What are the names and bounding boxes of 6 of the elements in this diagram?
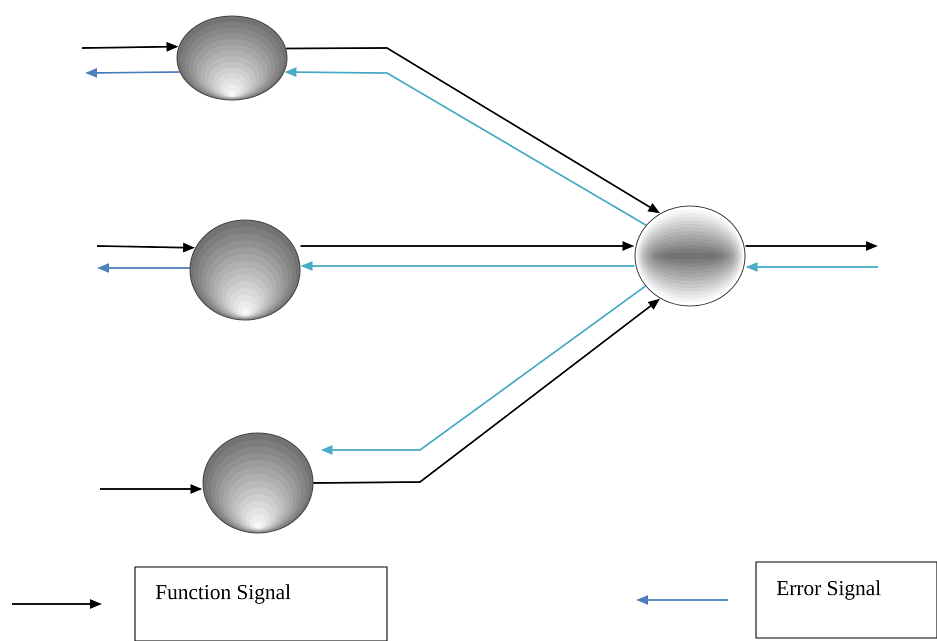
- neuron-circle: [634, 205, 746, 307]
- legend-box: Function Signal: [134, 566, 388, 641]
- neuron-circle: [189, 219, 301, 321]
- legend-box: Error Signal: [755, 561, 937, 639]
- neuron-circle: [202, 432, 314, 534]
- neuron-circle: [176, 15, 288, 101]
